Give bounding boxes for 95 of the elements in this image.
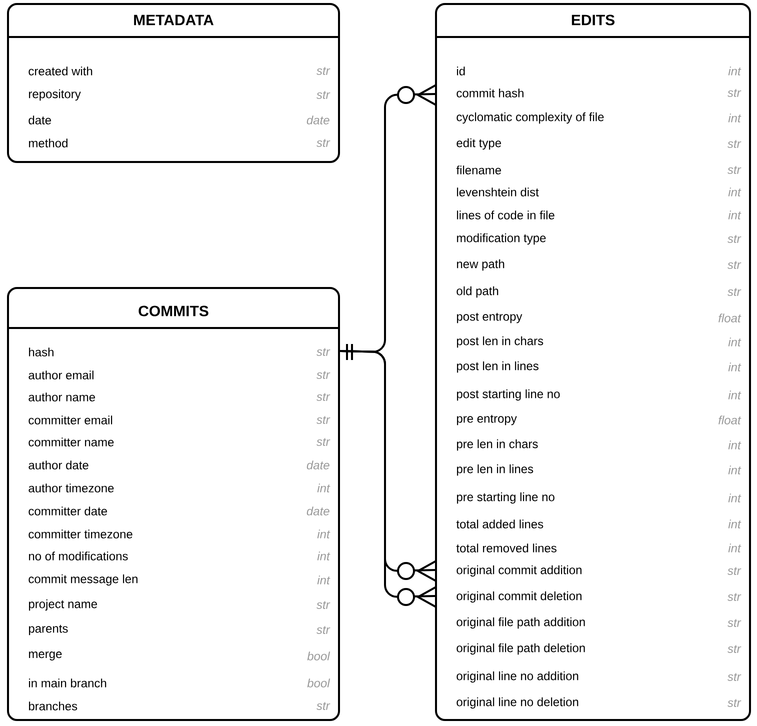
field-type: bool: [307, 652, 330, 660]
field-name: original line no addition: [456, 671, 578, 683]
field-type: int: [728, 390, 742, 400]
field-name: author date: [28, 460, 88, 470]
field-type: int: [728, 544, 742, 552]
field-type: int: [728, 494, 742, 502]
field-name: date: [28, 116, 52, 124]
field-type: str: [728, 645, 742, 653]
field-name: commit message len: [28, 574, 138, 586]
field-type: str: [316, 601, 330, 609]
field-name: commit hash: [456, 88, 524, 98]
field-name: merge: [29, 652, 62, 660]
field-type: int: [317, 530, 330, 538]
field-type: int: [728, 440, 742, 450]
field-type: str: [728, 89, 742, 97]
field-name: new path: [457, 259, 504, 271]
field-name: committer name: [28, 438, 114, 446]
field-type: int: [317, 576, 330, 584]
field-type: float: [718, 314, 742, 322]
field-type: str: [728, 140, 742, 148]
field-name: old path: [456, 286, 498, 298]
field-type: str: [316, 393, 330, 401]
field-name: project name: [28, 599, 97, 611]
field-type: int: [728, 362, 742, 372]
field-type: str: [728, 166, 742, 174]
field-type: str: [316, 348, 330, 356]
field-name: method: [29, 138, 68, 148]
field-name: total added lines: [456, 520, 544, 528]
field-name: committer timezone: [28, 530, 132, 538]
field-type: str: [728, 619, 742, 627]
field-type: int: [317, 552, 330, 560]
field-name: pre len in chars: [456, 439, 538, 451]
field-name: modification type: [457, 233, 546, 245]
field-name: filename: [456, 166, 502, 174]
field-name: post starting line no: [456, 389, 560, 401]
field-type: str: [316, 626, 330, 634]
field-type: int: [728, 188, 742, 196]
field-type: int: [728, 338, 742, 346]
field-type: date: [306, 116, 330, 124]
field-name: author timezone: [28, 484, 114, 492]
field-type: str: [316, 371, 330, 379]
field-type: int: [728, 520, 742, 528]
field-name: pre len in lines: [456, 464, 534, 476]
field-type: str: [316, 438, 330, 446]
field-type: str: [316, 91, 330, 99]
field-name: cyclomatic complexity of file: [456, 112, 604, 124]
field-name: author name: [28, 392, 96, 402]
field-type: str: [728, 593, 742, 601]
field-type: int: [728, 66, 742, 76]
field-name: committer date: [28, 506, 107, 516]
field-name: post entropy: [456, 312, 522, 324]
table-title: EDITS: [572, 14, 614, 26]
field-type: int: [728, 466, 742, 474]
field-type: str: [728, 699, 742, 707]
field-name: original commit deletion: [456, 591, 582, 603]
field-type: date: [306, 460, 330, 470]
field-name: branches: [28, 702, 78, 710]
field-name: lines of code in file: [457, 210, 554, 220]
field-name: pre starting line no: [456, 492, 554, 504]
field-type: int: [728, 210, 742, 220]
field-name: parents: [28, 624, 68, 636]
field-type: date: [306, 506, 330, 516]
field-type: str: [728, 567, 742, 575]
table-title: METADATA: [134, 14, 214, 26]
field-name: post len in chars: [456, 336, 544, 348]
field-name: edit type: [456, 138, 502, 150]
field-name: author email: [28, 370, 94, 380]
field-type: str: [728, 235, 742, 243]
field-name: in main branch: [29, 678, 106, 688]
field-name: post len in lines: [456, 361, 538, 373]
field-type: int: [728, 114, 742, 122]
field-type: bool: [307, 678, 330, 688]
field-type: str: [728, 261, 742, 269]
field-name: original commit addition: [456, 565, 582, 577]
field-name: repository: [29, 89, 81, 101]
field-name: id: [457, 66, 465, 76]
field-name: original line no deletion: [456, 697, 578, 709]
table-title: COMMITS: [138, 306, 208, 316]
field-name: pre entropy: [456, 414, 517, 426]
field-type: str: [728, 288, 742, 296]
field-type: int: [317, 484, 330, 492]
field-name: levenshtein dist: [457, 188, 539, 196]
field-name: committer email: [28, 416, 112, 424]
field-name: no of modifications: [29, 552, 128, 560]
field-name: created with: [28, 66, 92, 76]
field-name: original file path addition: [456, 617, 585, 629]
field-name: total removed lines: [456, 544, 556, 552]
field-name: original file path deletion: [456, 643, 585, 655]
field-type: str: [728, 673, 742, 681]
field-type: float: [718, 416, 742, 424]
field-type: str: [316, 416, 330, 424]
field-type: str: [316, 67, 330, 75]
field-name: hash: [29, 348, 54, 356]
field-type: str: [316, 702, 330, 710]
field-type: str: [316, 139, 330, 147]
